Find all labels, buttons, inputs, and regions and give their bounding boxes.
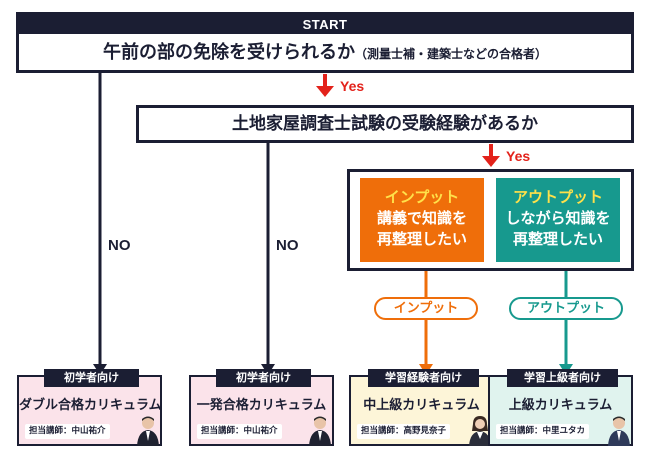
yes-arrowhead-2 — [482, 156, 500, 167]
question-2-text: 土地家屋調査士試験の受験経験があるか — [232, 114, 538, 134]
output-choice-head: アウトプット — [512, 188, 603, 206]
start-box: START 午前の部の免除を受けられるか（測量士補・建築士などの合格者） — [16, 12, 634, 73]
input-choice-line1: 講義で知識を — [376, 209, 467, 227]
result-teacher-1: 担当講師：中山祐介 — [25, 424, 110, 439]
teacher-name-2: 中山祐介 — [243, 426, 278, 436]
question-1-text: 午前の部の免除を受けられるか — [102, 42, 355, 63]
result-name-1: ダブル合格カリキュラム — [19, 398, 162, 413]
choice-frame: インプット 講義で知識を 再整理したい アウトプット しながら知識を 再整理した… — [347, 169, 634, 271]
question-2-box: 土地家屋調査士試験の受験経験があるか — [136, 105, 634, 143]
input-choice-head: インプット — [384, 188, 460, 206]
result-name-2: 一発合格カリキュラム — [196, 398, 327, 413]
result-teacher-2: 担当講師：中山祐介 — [197, 424, 282, 439]
result-teacher-4: 担当講師：中里ユタカ — [496, 424, 590, 439]
result-name-4: 上級カリキュラム — [508, 398, 613, 413]
result-card-4: 学習上級者向け 上級カリキュラム 担当講師：中里ユタカ — [488, 369, 633, 446]
no-label-1: NO — [108, 237, 131, 254]
yes-arrowhead-1 — [316, 86, 334, 97]
result-name-3: 中上級カリキュラム — [363, 398, 480, 413]
yes-arrow-shaft-1 — [323, 74, 327, 88]
teacher-label-3: 担当講師： — [361, 426, 404, 436]
output-pill: アウトプット — [509, 297, 623, 320]
output-choice-line2: 再整理したい — [512, 230, 603, 248]
start-label: START — [19, 15, 631, 34]
teacher-label-1: 担当講師： — [29, 426, 72, 436]
input-pill: インプット — [374, 297, 478, 320]
result-tab-4: 学習上級者向け — [507, 369, 618, 387]
yes-label-2: Yes — [506, 148, 531, 164]
teacher-avatar-1 — [137, 416, 159, 446]
teacher-name-3: 高野見奈子 — [403, 426, 447, 436]
result-tab-2: 初学者向け — [216, 369, 311, 387]
teacher-name-4: 中里ユタカ — [542, 426, 586, 436]
result-teacher-3: 担当講師：高野見奈子 — [357, 424, 451, 439]
teacher-avatar-2 — [309, 416, 331, 446]
teacher-label-4: 担当講師： — [500, 426, 543, 436]
output-choice-line1: しながら知識を — [505, 209, 611, 227]
teacher-name-1: 中山祐介 — [71, 426, 106, 436]
teacher-avatar-4 — [608, 416, 630, 446]
teacher-avatar-3 — [469, 416, 491, 446]
result-card-3: 学習経験者向け 中上級カリキュラム 担当講師：高野見奈子 — [349, 369, 494, 446]
result-card-1: 初学者向け ダブル合格カリキュラム 担当講師：中山祐介 — [17, 369, 162, 446]
result-tab-3: 学習経験者向け — [368, 369, 479, 387]
yes-arrow-shaft-2 — [489, 144, 493, 158]
question-1: 午前の部の免除を受けられるか（測量士補・建築士などの合格者） — [19, 35, 631, 70]
input-choice-line2: 再整理したい — [376, 230, 467, 248]
output-choice: アウトプット しながら知識を 再整理したい — [496, 178, 620, 262]
result-card-2: 初学者向け 一発合格カリキュラム 担当講師：中山祐介 — [189, 369, 334, 446]
question-1-note: （測量士補・建築士などの合格者） — [354, 47, 547, 61]
yes-label-1: Yes — [340, 78, 365, 94]
input-choice: インプット 講義で知識を 再整理したい — [360, 178, 484, 262]
no-label-2: NO — [276, 237, 299, 254]
teacher-label-2: 担当講師： — [201, 426, 244, 436]
result-tab-1: 初学者向け — [44, 369, 139, 387]
